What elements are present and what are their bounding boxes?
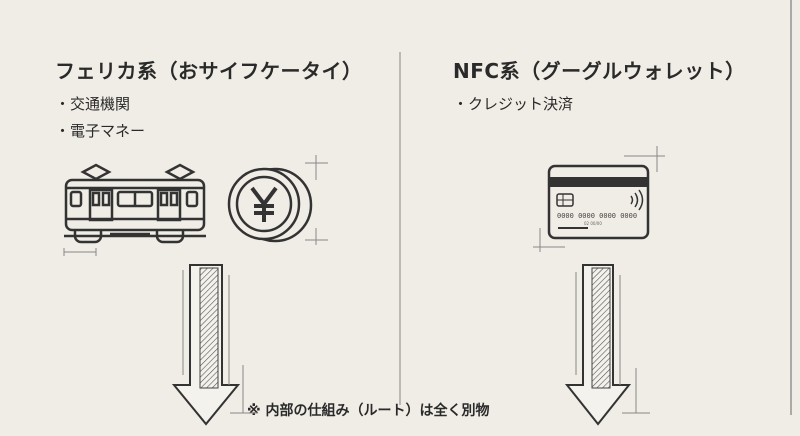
down-arrow-icon <box>564 264 632 426</box>
credit-card-icon <box>547 164 650 240</box>
nfc-item-credit: ・クレジット決済 <box>453 95 574 113</box>
down-arrow-icon <box>171 264 241 426</box>
card-number: 0000 0000 0000 0000 <box>557 212 637 220</box>
card-expiry: 02 00/00 <box>584 221 602 226</box>
yen-coin-icon <box>227 167 313 243</box>
train-icon <box>64 163 206 244</box>
felica-title: フェリカ系（おサイフケータイ） <box>55 59 363 83</box>
nfc-title: NFC系（グーグルウォレット） <box>453 59 746 83</box>
footnote: ※ 内部の仕組み（ルート）は全く別物 <box>247 403 490 419</box>
felica-item-transport: ・交通機関 <box>55 95 131 113</box>
felica-item-emoney: ・電子マネー <box>55 122 146 140</box>
dimension-mark <box>63 248 97 256</box>
